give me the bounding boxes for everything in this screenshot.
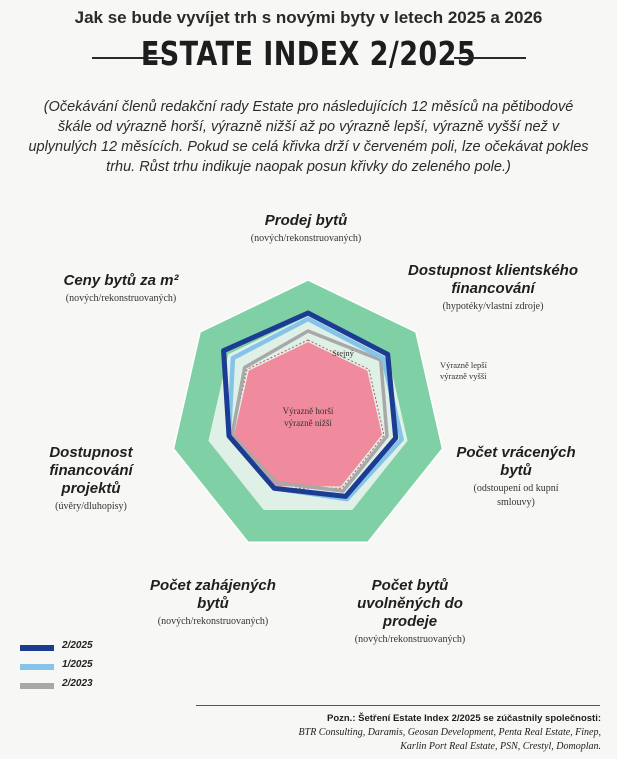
- axis-subtitle: (nových/rekonstruovaných): [354, 634, 466, 645]
- axis-title: Počet zahájených bytů: [150, 577, 276, 612]
- footnote-line-1: BTR Consulting, Daramis, Geosan Developm…: [298, 727, 601, 738]
- axis-subtitle: (nových/rekonstruovaných): [250, 233, 362, 244]
- scale-label-center-2: výrazně nižší: [284, 418, 332, 428]
- note-divider: [196, 705, 600, 706]
- page-title: ESTATE INDEX 2/2025: [140, 34, 477, 73]
- subtitle: Jak se bude vyvíjet trh s novými byty v …: [74, 8, 543, 27]
- axis-title: Dostupnost financování projektů: [49, 444, 133, 497]
- axis-label-prodej-bytu: Prodej bytů (nových/rekonstruovaných): [206, 212, 406, 246]
- axis-subtitle: (nových/rekonstruovaných): [65, 293, 177, 304]
- legend-swatch: [20, 683, 54, 689]
- title-rule-right: [454, 57, 526, 59]
- legend-label: 2/2023: [62, 678, 93, 689]
- legend-swatch: [20, 645, 54, 651]
- axis-title: Počet bytů uvolněných do prodeje: [357, 577, 463, 630]
- axis-label-financovani-projektu: Dostupnost financování projektů (úvěry/d…: [26, 444, 156, 514]
- axis-subtitle: (hypotéky/vlastní zdroje): [442, 301, 544, 312]
- axis-subtitle: (odstoupení od kupní smlouvy): [473, 483, 559, 508]
- axis-subtitle: (nových/rekonstruovaných): [157, 616, 269, 627]
- red-zone: [234, 342, 382, 487]
- axis-label-zahajene-byty: Počet zahájených bytů (nových/rekonstruo…: [150, 577, 276, 629]
- axis-label-vracene-byty: Počet vrácených bytů (odstoupení od kupn…: [456, 444, 576, 510]
- footnote-heading: Pozn.: Šetření Estate Index 2/2025 se zú…: [326, 713, 601, 724]
- axis-title: Prodej bytů: [264, 212, 348, 229]
- axis-title: Počet vrácených bytů: [456, 444, 576, 479]
- axis-label-klientske-financovani: Dostupnost klientského financování (hypo…: [398, 262, 588, 314]
- legend-label: 2/2025: [62, 640, 93, 651]
- axis-title: Ceny bytů za m²: [63, 272, 179, 289]
- axis-title: Dostupnost klientského financování: [407, 262, 579, 297]
- series-layer: [221, 310, 404, 502]
- scale-label-center-1: Výrazně horší: [283, 406, 334, 416]
- axis-subtitle: (úvěry/dluhopisy): [55, 501, 127, 512]
- scale-label-outer-2: výrazně vyšší: [440, 371, 487, 381]
- series-line-2-2025: [221, 310, 399, 499]
- scale-label-middle: Stejný: [332, 348, 354, 358]
- footnote-line-2: Karlin Port Real Estate, PSN, Crestyl, D…: [400, 741, 601, 752]
- footnote: Pozn.: Šetření Estate Index 2/2025 se zú…: [181, 712, 601, 754]
- legend-swatch: [20, 664, 54, 670]
- title-block: ESTATE INDEX 2/2025: [0, 34, 617, 74]
- axis-label-uvolnene-byty: Počet bytů uvolněných do prodeje (nových…: [340, 577, 480, 647]
- scale-label-outer-1: Výrazně lepší: [440, 360, 488, 370]
- title-rule-left: [92, 57, 164, 59]
- axis-label-ceny-bytu: Ceny bytů za m² (nových/rekonstruovaných…: [46, 272, 196, 306]
- legend-label: 1/2025: [62, 659, 93, 670]
- intro-text: (Očekávání členů redakční rady Estate pr…: [28, 99, 589, 175]
- series-line-2-2023: [230, 329, 389, 493]
